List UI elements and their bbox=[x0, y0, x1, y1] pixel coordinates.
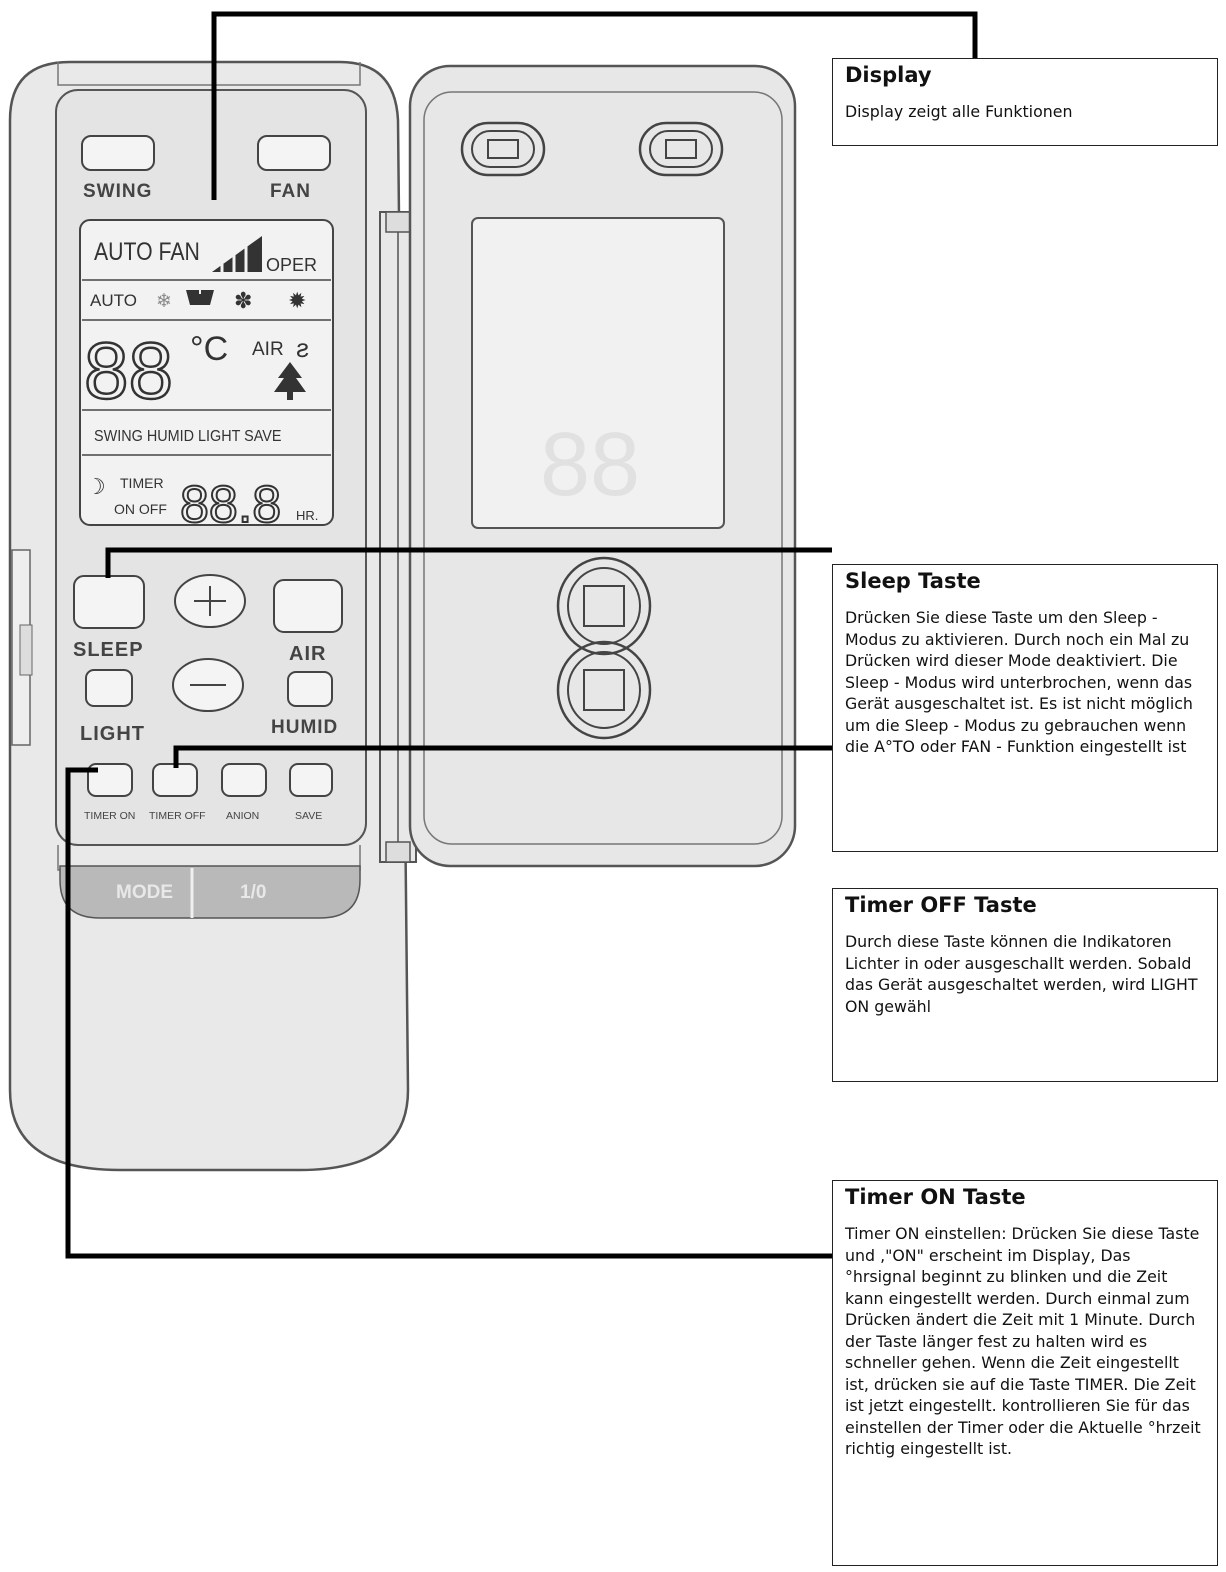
mode-power-bar bbox=[59, 865, 361, 919]
timer-off-button[interactable] bbox=[152, 763, 198, 797]
sleep-button[interactable] bbox=[73, 575, 145, 629]
callout-title: Timer ON Taste bbox=[845, 1185, 1026, 1209]
save-button[interactable] bbox=[289, 763, 333, 797]
fan-icon: ✽ bbox=[234, 288, 252, 313]
callout-title: Timer OFF Taste bbox=[845, 893, 1037, 917]
callout-title: Display bbox=[845, 63, 932, 87]
lcd-timer: TIMER bbox=[120, 475, 164, 491]
lcd-auto: AUTO bbox=[90, 291, 137, 310]
callout-title: Sleep Taste bbox=[845, 569, 981, 593]
celsius-unit: °C bbox=[190, 330, 228, 368]
sleep-moon-icon: ☽ bbox=[86, 474, 106, 499]
light-label: LIGHT bbox=[80, 723, 145, 745]
light-button[interactable] bbox=[85, 669, 133, 707]
air-level-icon: ƨ bbox=[296, 333, 309, 363]
callout-timer-on: Timer ON Taste Timer ON einstellen: Drüc… bbox=[832, 1180, 1218, 1566]
side-tab-latch bbox=[19, 624, 33, 676]
timer-off-label: TIMER OFF bbox=[149, 810, 206, 822]
tree-icon bbox=[274, 362, 306, 400]
timer-on-button[interactable] bbox=[87, 763, 133, 797]
lcd-oper: OPER bbox=[266, 255, 317, 275]
lid-clip-right bbox=[638, 121, 724, 177]
power-label: 1/0 bbox=[240, 882, 266, 903]
remote-lid: 88 bbox=[408, 64, 797, 868]
callout-display: Display Display zeigt alle Funktionen bbox=[832, 58, 1218, 146]
humid-button[interactable] bbox=[287, 671, 333, 707]
mode-label: MODE bbox=[116, 882, 173, 903]
leader-line-sleep bbox=[105, 547, 832, 578]
save-label: SAVE bbox=[295, 810, 322, 822]
fan-label: FAN bbox=[270, 181, 311, 202]
leader-line-display bbox=[211, 11, 978, 200]
callout-text: Durch diese Taste können die Indikatoren… bbox=[845, 932, 1198, 1016]
lid-clip-lower bbox=[556, 556, 652, 740]
lcd-indicators: SWING HUMID LIGHT SAVE bbox=[94, 427, 281, 445]
callout-text: Timer ON einstellen: Drücken Sie diese T… bbox=[845, 1224, 1201, 1458]
power-button[interactable] bbox=[194, 866, 360, 918]
sleep-label: SLEEP bbox=[73, 639, 144, 661]
air-button[interactable] bbox=[273, 579, 343, 633]
air-label: AIR bbox=[289, 643, 326, 665]
lcd-air: AIR bbox=[252, 339, 284, 360]
lid-ghost-digits: 88 bbox=[540, 415, 640, 515]
lcd-on-off: ON OFF bbox=[114, 501, 167, 517]
leader-line-timer-on bbox=[65, 767, 832, 1259]
callout-text: Drücken Sie diese Taste um den Sleep - M… bbox=[845, 608, 1193, 756]
callout-text: Display zeigt alle Funktionen bbox=[845, 102, 1073, 121]
lcd-auto-fan: AUTO FAN bbox=[94, 237, 200, 265]
signal-bars-icon bbox=[212, 236, 262, 272]
anion-label: ANION bbox=[226, 810, 259, 822]
lcd-display: AUTO FAN OPER AUTO ❄ ✽ ✹ 88 °C AIR ƨ SWI… bbox=[79, 219, 334, 535]
swing-button[interactable] bbox=[81, 135, 155, 171]
lcd-hr: HR. bbox=[296, 508, 318, 523]
svg-text:88: 88 bbox=[84, 326, 173, 415]
humid-bowl-icon bbox=[186, 286, 214, 305]
fan-button[interactable] bbox=[257, 135, 331, 171]
timer-on-label: TIMER ON bbox=[84, 810, 135, 822]
lid-window bbox=[471, 217, 725, 529]
heat-sun-icon: ✹ bbox=[288, 288, 306, 313]
swing-label: SWING bbox=[83, 181, 152, 202]
callout-sleep: Sleep Taste Drücken Sie diese Taste um d… bbox=[832, 564, 1218, 852]
leader-line-timer-off bbox=[173, 745, 832, 768]
humid-label: HUMID bbox=[271, 717, 338, 738]
callout-timer-off: Timer OFF Taste Durch diese Taste können… bbox=[832, 888, 1218, 1082]
timer-digits: 88.8 bbox=[180, 476, 281, 534]
snowflake-icon: ❄ bbox=[156, 291, 172, 312]
temperature-digits: 88 bbox=[83, 325, 174, 417]
lid-clip-left bbox=[460, 121, 546, 177]
anion-button[interactable] bbox=[221, 763, 267, 797]
